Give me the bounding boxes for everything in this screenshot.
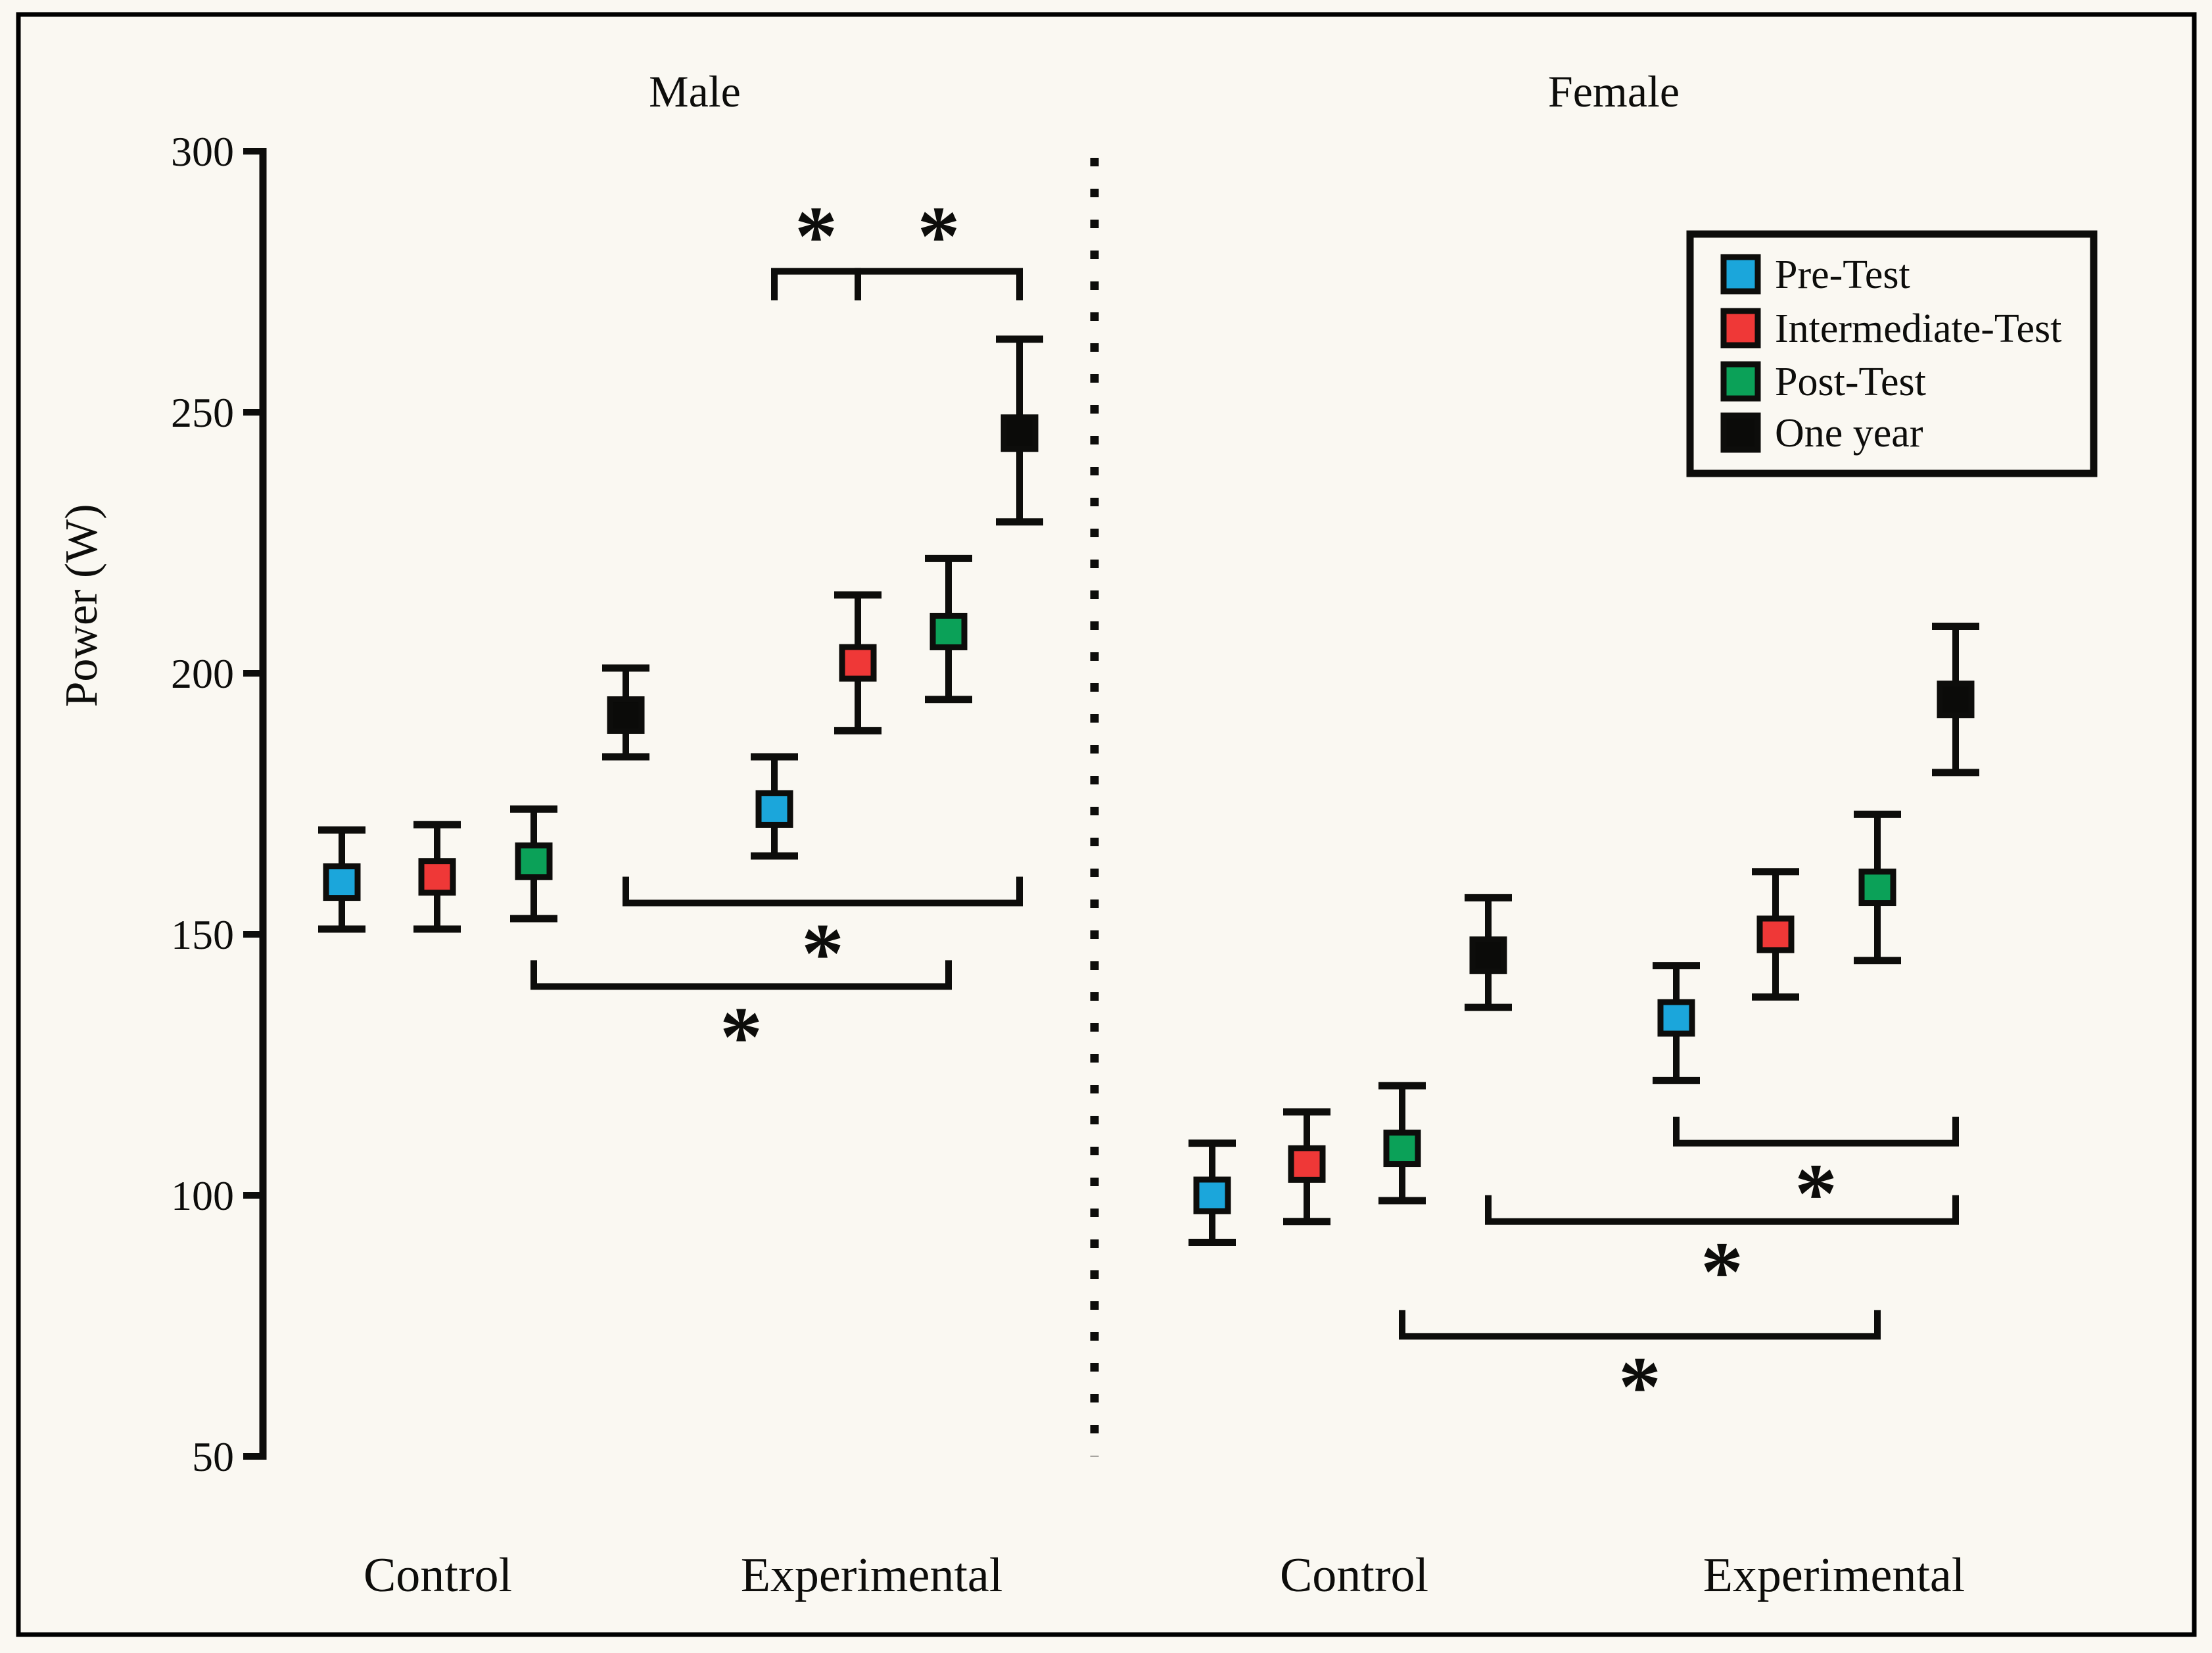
data-point-marker bbox=[1288, 1145, 1326, 1183]
data-point-marker bbox=[1383, 1130, 1421, 1168]
data-point-marker bbox=[1193, 1176, 1231, 1214]
data-point-marker bbox=[515, 842, 553, 880]
y-tick-label: 250 bbox=[171, 389, 234, 436]
panel-title: Female bbox=[1548, 66, 1680, 116]
panel-title: Male bbox=[649, 66, 741, 116]
significance-asterisk: * bbox=[1795, 1147, 1837, 1241]
x-group-label: Experimental bbox=[741, 1548, 1003, 1602]
data-point-marker bbox=[930, 612, 968, 650]
y-tick-label: 150 bbox=[171, 911, 234, 958]
data-point-marker bbox=[1756, 915, 1795, 953]
legend-swatch bbox=[1720, 412, 1761, 453]
x-group-label: Experimental bbox=[1703, 1548, 1965, 1602]
data-point-marker bbox=[418, 858, 456, 896]
legend-label: Intermediate-Test bbox=[1775, 306, 2061, 351]
significance-bracket bbox=[855, 268, 1023, 300]
y-tick-label: 300 bbox=[171, 128, 234, 175]
data-point-marker bbox=[1937, 681, 1975, 719]
significance-bracket bbox=[1673, 1116, 1959, 1147]
significance-bracket bbox=[1399, 1310, 1881, 1340]
significance-bracket bbox=[623, 876, 1023, 907]
data-point-marker bbox=[1000, 414, 1039, 452]
legend-swatch bbox=[1720, 361, 1761, 402]
data-point-marker bbox=[755, 790, 793, 828]
data-point-marker bbox=[1657, 999, 1695, 1037]
data-point-marker bbox=[323, 863, 361, 901]
data-point-marker bbox=[607, 696, 645, 734]
legend-label: One year bbox=[1775, 411, 1923, 456]
x-group-label: Control bbox=[1280, 1548, 1428, 1602]
legend-swatch bbox=[1720, 308, 1761, 348]
legend-label: Pre-Test bbox=[1775, 252, 1910, 297]
significance-asterisk: * bbox=[918, 189, 960, 284]
data-point-marker bbox=[1858, 869, 1896, 907]
y-tick-label: 50 bbox=[192, 1433, 234, 1480]
significance-asterisk: * bbox=[1618, 1339, 1661, 1434]
data-point-marker bbox=[1469, 936, 1507, 974]
y-axis-title: Power (W) bbox=[57, 504, 107, 707]
legend-label: Post-Test bbox=[1775, 360, 1926, 404]
significance-bracket bbox=[1485, 1195, 1959, 1225]
significance-asterisk: * bbox=[795, 189, 837, 284]
y-tick-label: 100 bbox=[171, 1172, 234, 1219]
significance-asterisk: * bbox=[720, 990, 763, 1084]
x-group-label: Control bbox=[364, 1548, 512, 1602]
legend-swatch bbox=[1720, 254, 1761, 295]
y-tick-label: 200 bbox=[171, 650, 234, 697]
significance-bracket bbox=[530, 960, 952, 990]
significance-asterisk: * bbox=[1701, 1225, 1743, 1320]
data-point-marker bbox=[839, 644, 877, 682]
figure-border bbox=[16, 12, 2197, 1637]
